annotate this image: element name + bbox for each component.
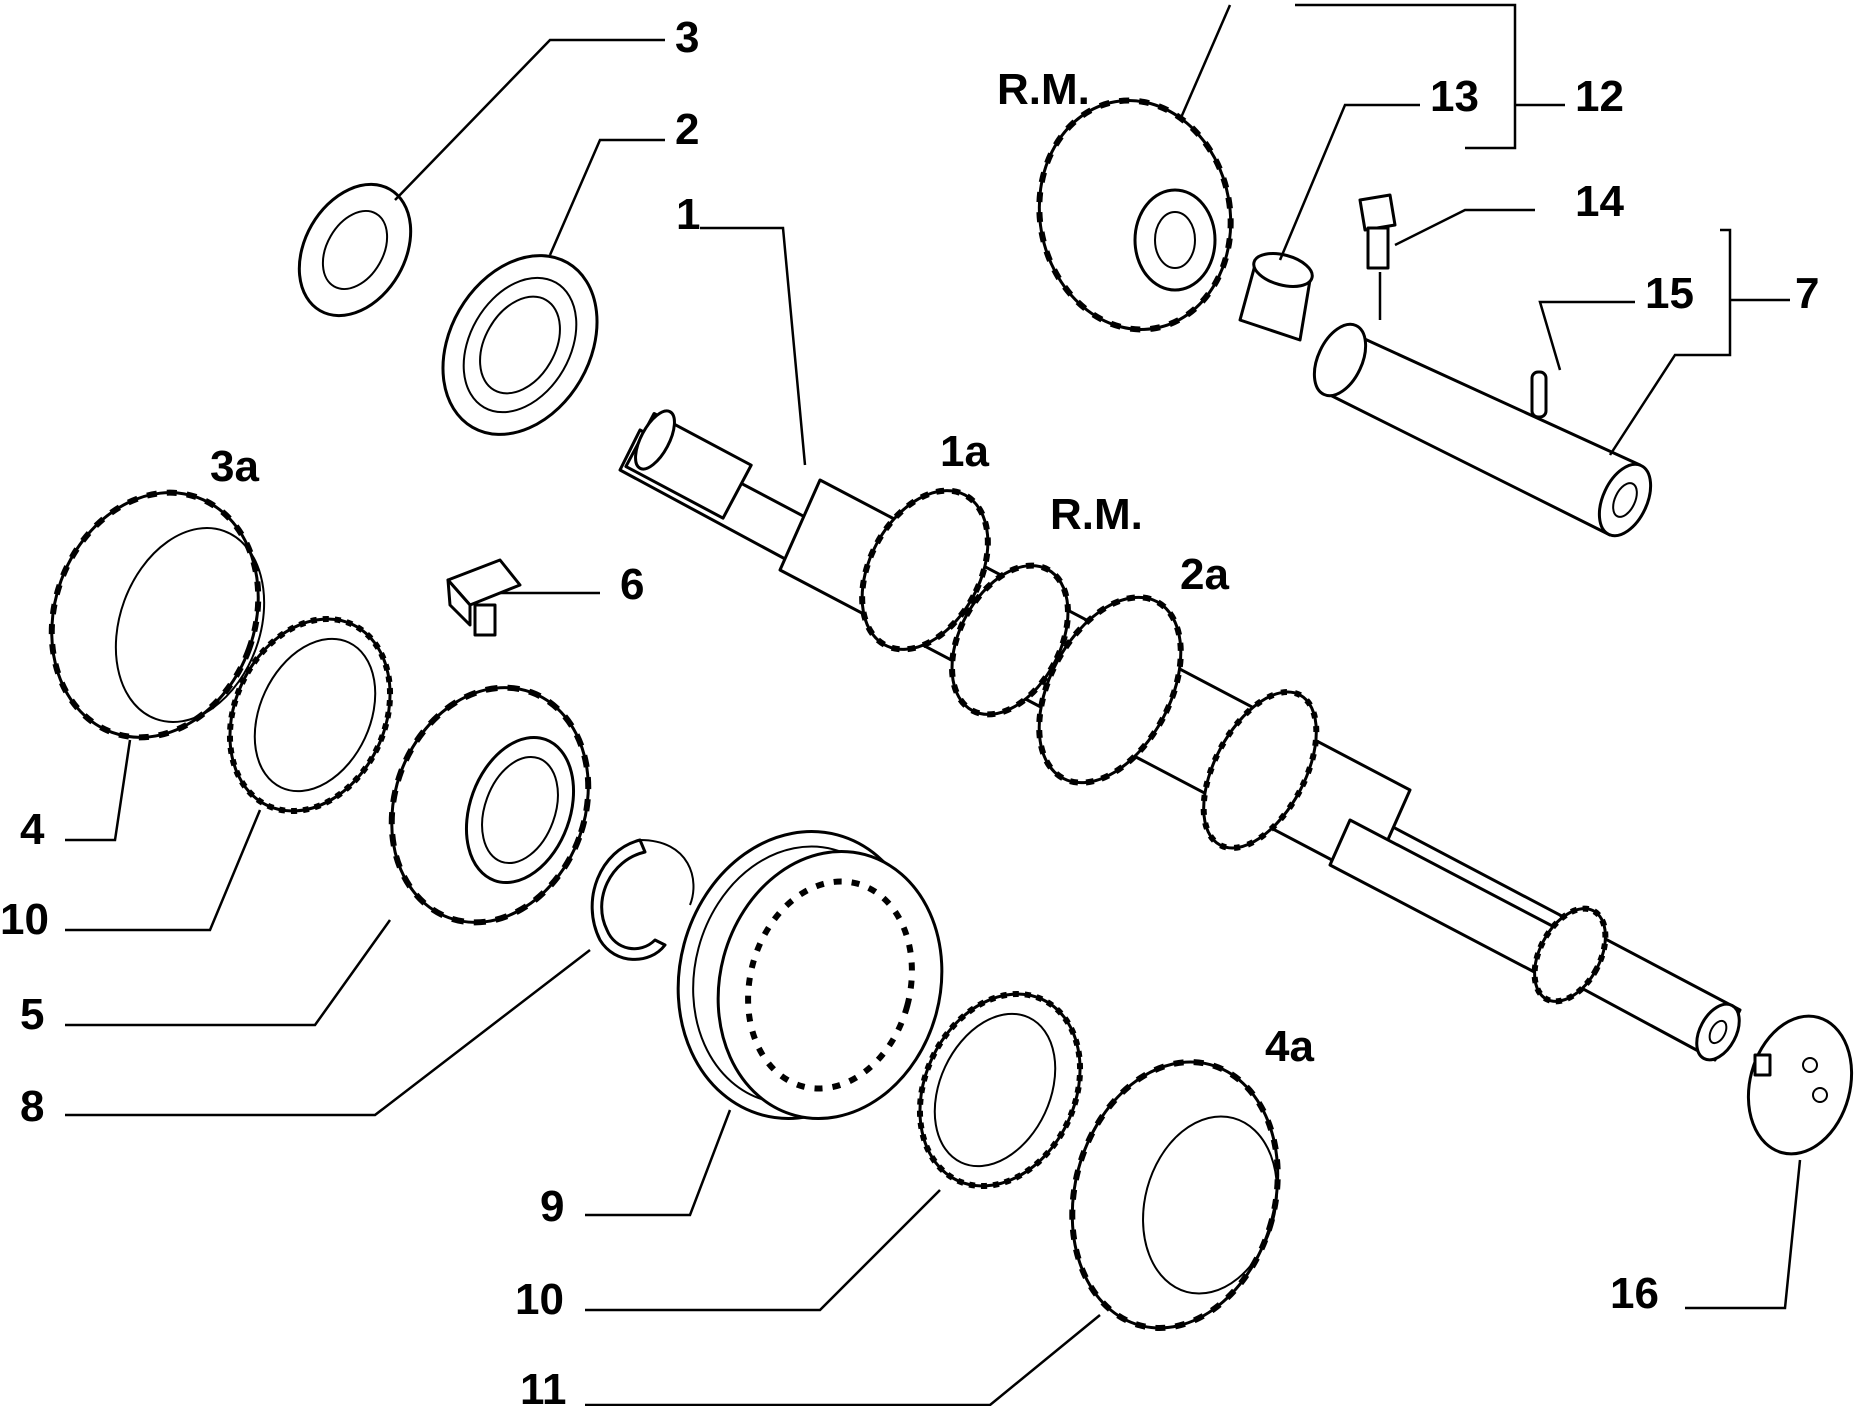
synchro-hub-drawing	[388, 684, 592, 926]
main-shaft-drawing	[618, 409, 1742, 1062]
part-label-10-lower: 10	[515, 1275, 564, 1324]
reverse-gear-drawing	[1036, 97, 1234, 333]
end-plate-drawing	[1746, 1014, 1854, 1156]
part-label-13: 13	[1430, 72, 1479, 121]
part-label-10-upper: 10	[0, 895, 49, 944]
part-label-5: 5	[20, 990, 45, 1039]
part-label-rm-mid: R.M.	[1050, 490, 1143, 539]
circlip-drawing	[590, 838, 667, 961]
key-drawing	[446, 558, 522, 637]
part-label-2: 2	[675, 105, 700, 154]
gear-4a-drawing	[1069, 1059, 1281, 1331]
part-label-7: 7	[1795, 269, 1820, 318]
part-label-16: 16	[1610, 1269, 1659, 1318]
circlip-edge	[639, 839, 695, 906]
part-label-14: 14	[1575, 177, 1624, 226]
gear-3a-drawing	[48, 489, 266, 741]
part-label-rm-top: R.M.	[997, 65, 1090, 114]
bolt-drawing	[1358, 193, 1397, 270]
part-label-1a: 1a	[940, 427, 989, 476]
synchro-ring-upper-drawing	[226, 615, 394, 815]
bush-drawing	[1238, 252, 1314, 342]
part-label-8: 8	[20, 1082, 45, 1131]
sliding-sleeve-drawing	[676, 830, 944, 1120]
part-label-11: 11	[520, 1365, 567, 1406]
bearing-large-drawing	[441, 254, 599, 436]
part-label-4a: 4a	[1265, 1022, 1314, 1071]
leader-lines	[65, 3, 1802, 1406]
part-label-15: 15	[1645, 269, 1694, 318]
part-label-12: 12	[1575, 72, 1624, 121]
bearing-small-drawing	[297, 182, 413, 318]
reverse-shaft-drawing	[1312, 322, 1653, 538]
part-label-1: 1	[676, 190, 701, 239]
part-label-9: 9	[540, 1182, 565, 1231]
part-label-4: 4	[20, 805, 45, 854]
part-label-3a: 3a	[210, 442, 259, 491]
part-label-3: 3	[675, 13, 700, 62]
part-label-2a: 2a	[1180, 550, 1229, 599]
part-label-6: 6	[620, 560, 645, 609]
synchro-ring-lower-drawing	[916, 990, 1084, 1190]
pin-drawing	[1530, 370, 1548, 419]
